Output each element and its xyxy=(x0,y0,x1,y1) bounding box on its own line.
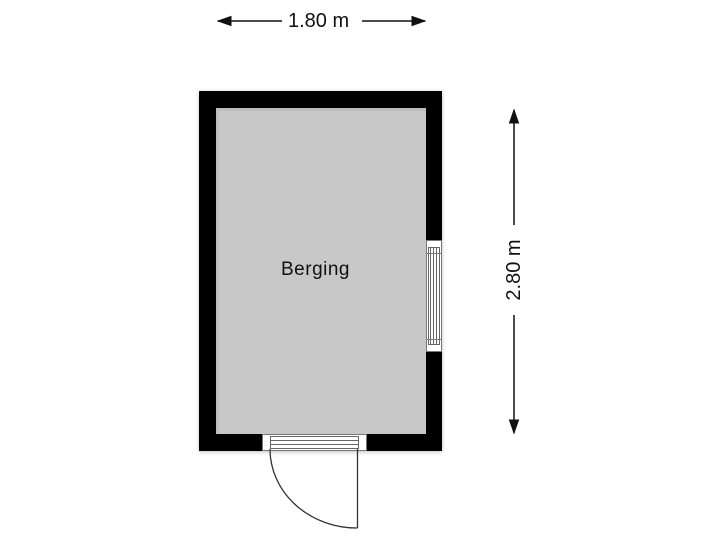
height-dimension-label: 2.80 m xyxy=(502,234,526,306)
door-swing-arc xyxy=(269,448,358,529)
window xyxy=(426,240,442,352)
room-label: Berging xyxy=(281,259,350,280)
width-dimension-label: 1.80 m xyxy=(286,9,352,33)
room-floor xyxy=(216,108,426,434)
door xyxy=(262,434,367,529)
